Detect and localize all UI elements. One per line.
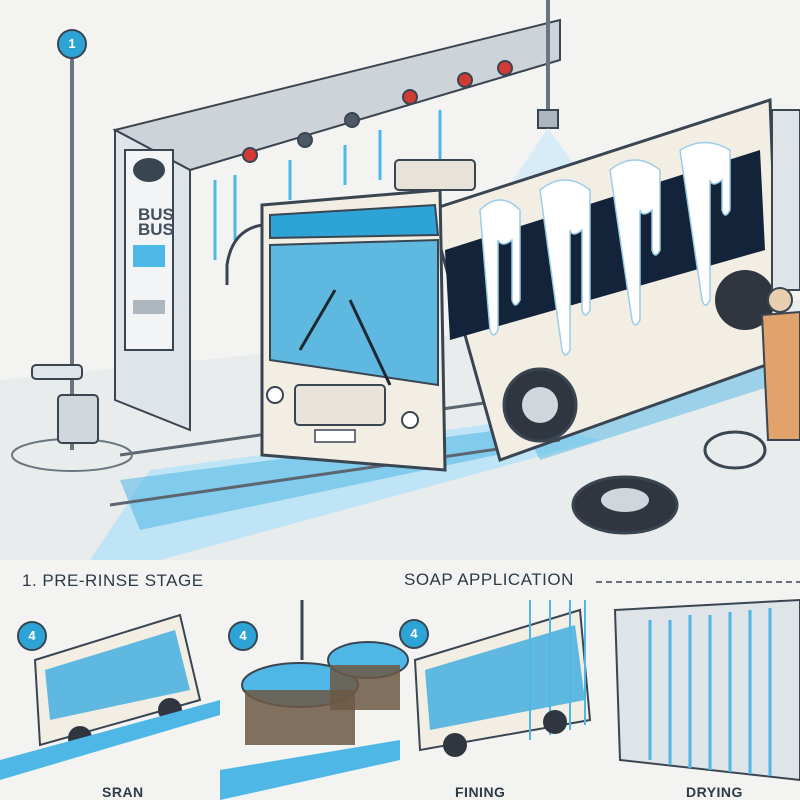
sign-line-2: BUS [138, 220, 174, 239]
wiper-left-icon [298, 289, 337, 351]
step-number-top: 1 [68, 36, 76, 51]
sign-line-1: BUS [138, 205, 174, 224]
wash-gantry-top [112, 18, 561, 172]
license-plate [314, 429, 356, 443]
panel-prerinse [0, 613, 220, 780]
indicator-light-icon [402, 89, 418, 105]
bus-side-windows [445, 150, 765, 340]
side-mirror-icon [225, 223, 263, 285]
step-badge-3 [399, 619, 429, 649]
right-wall-panel [771, 109, 800, 291]
spray-gun-icon [31, 364, 83, 380]
step-number-panel-2: 4 [239, 628, 247, 643]
bus-back-wheel [715, 270, 775, 330]
panel-rinsing [399, 600, 592, 757]
wiper-right-icon [348, 299, 392, 386]
tire-rim [601, 488, 649, 512]
step-number-panel-1: 4 [28, 628, 36, 643]
step-badge-1 [17, 621, 47, 651]
bus-grille [294, 384, 386, 426]
water-stream-right [520, 360, 790, 460]
indicator-light-icon [344, 112, 360, 128]
wheel-hub [522, 387, 558, 423]
worker-head [767, 287, 793, 313]
panel-brushes [220, 600, 409, 800]
floor-rail-bottom [109, 438, 561, 507]
destination-display [269, 203, 440, 240]
spray-nozzle-icon [537, 109, 559, 129]
caption-pre-rinse: 1. PRE-RINSE STAGE [22, 571, 204, 590]
caption-panel-2: SRAN [102, 784, 144, 800]
sign-label: BUS BUS [138, 205, 178, 239]
indicator-light-icon [457, 72, 473, 88]
caption-panel-3: FINING [455, 784, 506, 800]
hose-coil-icon [703, 430, 767, 470]
bus-windshield [269, 238, 439, 387]
sign-logo-icon [133, 158, 165, 182]
sign-slot [133, 300, 165, 314]
caption-soap-application: SOAP APPLICATION [404, 570, 574, 589]
indicator-light-icon [497, 60, 513, 76]
bucket-icon [57, 394, 99, 444]
headlight-right-icon [401, 411, 419, 429]
caption-panel-4: DRYING [686, 784, 743, 800]
soap-foam-drips [479, 141, 731, 356]
headlight-left-icon [266, 386, 284, 404]
step-number-panel-3: 4 [410, 626, 418, 641]
indicator-light-icon [242, 147, 258, 163]
sign-screen [133, 245, 165, 267]
hanging-wash-strands [213, 110, 442, 260]
roof-ac-unit [394, 159, 476, 191]
step-badge-top [57, 29, 87, 59]
indicator-light-icon [297, 132, 313, 148]
panel-drying [613, 598, 800, 782]
worker-body [760, 310, 800, 441]
step-badge-2 [228, 621, 258, 651]
